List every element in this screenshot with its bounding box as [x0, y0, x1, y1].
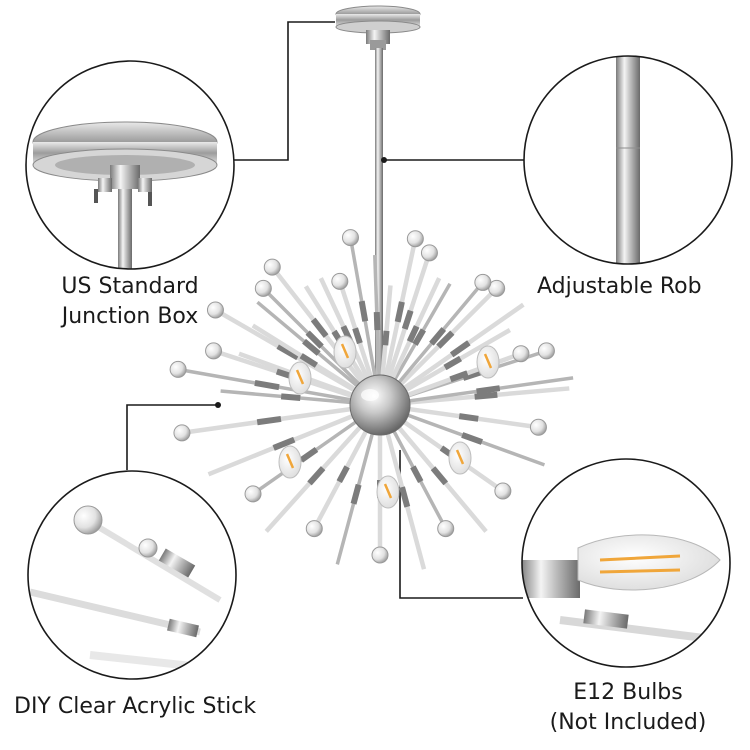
- arm-sleeve: [458, 413, 479, 422]
- leader-lines: [126, 21, 524, 599]
- leader-stick: [126, 404, 218, 470]
- central-sphere: [349, 374, 411, 436]
- arm-sleeve: [449, 340, 471, 358]
- arm-sleeve: [429, 327, 447, 346]
- crystal-ball: [529, 418, 547, 436]
- bulb-detail: [521, 458, 731, 668]
- arm-sleeve: [449, 370, 469, 383]
- junction-box-detail: [25, 60, 235, 270]
- crystal-ball: [206, 301, 224, 319]
- arm-sleeve: [310, 317, 329, 338]
- arm-sleeve: [406, 325, 420, 343]
- bulb-filament: [383, 483, 393, 499]
- arm-sleeve: [373, 311, 381, 331]
- arm-sleeve: [350, 483, 362, 505]
- arm-sleeve: [436, 330, 455, 349]
- bulbs-label-line1: E12 Bulbs: [573, 680, 683, 705]
- crystal-ball: [341, 229, 359, 247]
- crystal-ball: [474, 273, 492, 291]
- junction-box-label: US Standard Junction Box: [20, 272, 240, 332]
- crystal-ball: [169, 360, 187, 378]
- crystal-ball: [173, 424, 191, 442]
- arm-sleeve: [394, 301, 405, 323]
- crystal-ball: [406, 230, 424, 248]
- arm-sleeve: [276, 343, 300, 361]
- bulb-filament: [483, 353, 493, 369]
- arm-sleeve: [461, 432, 483, 445]
- stick-label: DIY Clear Acrylic Stick: [14, 694, 257, 719]
- crystal-ball: [305, 520, 323, 538]
- bulb-filament: [285, 453, 295, 469]
- arm-sleeve: [280, 393, 301, 402]
- bulbs-label: E12 Bulbs (Not Included): [520, 678, 736, 738]
- crystal-ball: [263, 258, 281, 276]
- leader-junction-box: [233, 21, 335, 161]
- arm-sleeve: [307, 466, 326, 486]
- arm-sleeve: [302, 338, 321, 356]
- arm-sleeve: [401, 309, 414, 330]
- bulb-filament: [455, 449, 465, 465]
- rod-detail: [523, 55, 733, 265]
- crystal-ball: [205, 342, 223, 360]
- junction-box-label-line1: US Standard: [61, 274, 199, 299]
- crystal-ball: [437, 520, 455, 538]
- crystal-ball: [254, 279, 272, 297]
- acrylic-stick-detail: [27, 470, 237, 680]
- leader-bulbs: [399, 450, 523, 599]
- crystal-ball: [512, 345, 530, 363]
- arm-sleeve: [256, 415, 282, 426]
- arm-sleeve: [443, 355, 463, 371]
- ceiling-canopy: [335, 5, 421, 50]
- bulbs-label-line2: (Not Included): [549, 710, 707, 735]
- arm-sleeve: [358, 300, 369, 322]
- bulb-filament: [340, 343, 350, 359]
- crystal-ball: [244, 485, 262, 503]
- arm-sleeve: [474, 391, 498, 400]
- arm-sleeve: [336, 465, 350, 484]
- arm-sleeve: [382, 330, 390, 346]
- arm-sleeve: [299, 446, 319, 463]
- crystal-ball: [420, 244, 438, 262]
- arm-sleeve: [272, 436, 296, 451]
- arm-sleeve: [476, 385, 501, 395]
- arm-sleeve: [352, 327, 363, 345]
- arm-sleeve: [305, 330, 324, 349]
- arm-sleeve: [410, 465, 424, 484]
- arm-sleeve: [254, 379, 280, 391]
- arm-sleeve: [299, 353, 318, 368]
- rod-label: Adjustable Rob: [537, 274, 702, 299]
- arm-sleeve: [430, 466, 449, 486]
- crystal-ball: [537, 342, 555, 360]
- crystal-ball: [494, 482, 512, 500]
- junction-box-label-line2: Junction Box: [61, 304, 199, 329]
- crystal-ball: [371, 546, 389, 564]
- down-rod: [375, 48, 383, 388]
- crystal-ball: [331, 272, 349, 290]
- bulb-filament: [295, 369, 305, 385]
- arm-sleeve: [399, 486, 411, 508]
- arm-sleeve: [412, 328, 426, 346]
